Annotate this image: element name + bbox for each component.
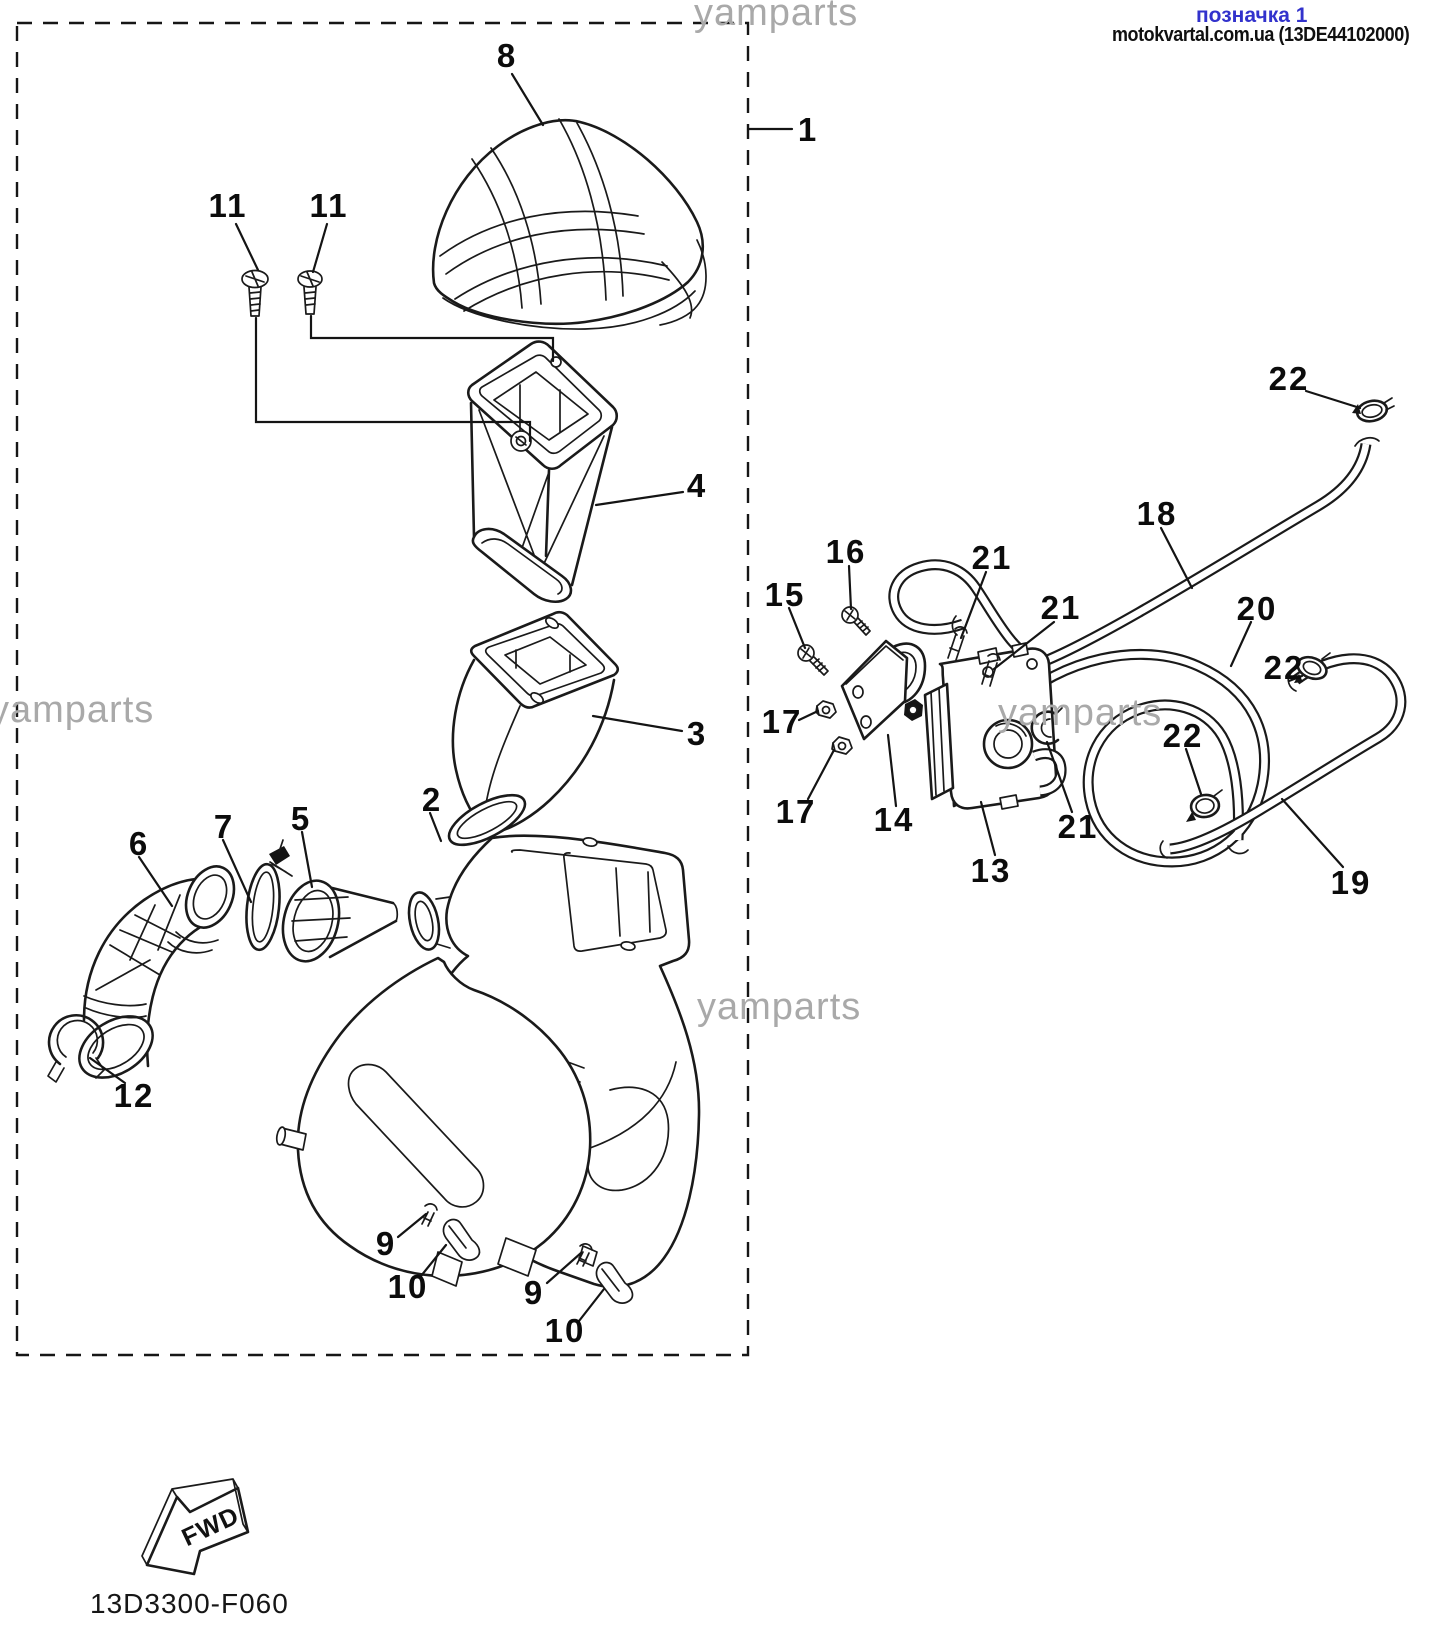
assembly-boundary-box [15,21,750,1357]
callout-7: 7 [213,808,235,845]
part-8-filter-element [431,118,707,330]
callout-6: 6 [128,825,150,862]
part-22-clamp-right [1294,652,1331,683]
part-11-screw-left [241,269,269,317]
watermark-right: yamparts [998,692,1163,734]
callout-17-a: 17 [761,703,803,740]
callout-21-b: 21 [1040,589,1082,626]
part-14-bracket [840,639,927,741]
callout-9-a: 9 [375,1225,397,1262]
part-21-clip-b [981,653,1001,687]
part-6-intake-duct [78,865,236,1079]
part-17-nut-lower [831,736,853,755]
part-10-damper-left [442,1218,481,1261]
part-9-clip-right [576,1243,593,1267]
leader-lines [88,72,1362,1323]
part-17-nut-upper [815,700,837,719]
part-22-clamp-top [1352,397,1395,423]
callout-15: 15 [764,576,806,613]
drawing-code: 13D3300-F060 [90,1588,289,1619]
part-15-screw [797,644,829,676]
part-10-damper-right [595,1261,634,1304]
part-21-clip-a [947,626,968,661]
site-reference: motokvartal.com.ua (13DE44102000) [1112,24,1410,46]
callout-22-b: 22 [1263,649,1305,686]
part-13-valve [923,642,1067,810]
part-20-hose [1010,649,1270,868]
part-4-duct-upper [466,340,619,604]
callout-19: 19 [1330,864,1372,901]
callout-3: 3 [686,715,708,752]
part-12-clamp [47,1013,105,1083]
callout-22-a: 22 [1268,360,1310,397]
part-19-hose [1159,653,1407,859]
watermark-left: yamparts [0,689,155,731]
part-16-screw [841,606,871,636]
mark-label: позначка 1 [1196,4,1308,27]
part-7-clamp [245,839,293,952]
callout-18: 18 [1136,495,1178,532]
watermark-top: yamparts [694,0,859,34]
part-2-air-cleaner-case [275,834,701,1289]
part-21-clip-c [1030,707,1063,745]
part-5-intake-funnel [281,879,399,963]
fwd-arrow-icon: FWD [141,1478,250,1576]
callout-9-b: 9 [523,1274,545,1311]
part-3-duct-lower [447,610,620,847]
callout-8: 8 [496,37,518,74]
callout-21-a: 21 [971,539,1013,576]
callout-10-a: 10 [387,1268,429,1305]
callout-16: 16 [825,533,867,570]
callout-13: 13 [970,852,1012,889]
callout-22-c: 22 [1162,717,1204,754]
callout-10-b: 10 [544,1312,586,1349]
callout-20: 20 [1236,590,1278,627]
callout-12: 12 [113,1077,155,1114]
watermark-center: yamparts [697,986,862,1028]
callout-4: 4 [686,467,708,504]
callout-2: 2 [421,781,443,818]
part-9-clip-left [421,1203,438,1227]
part-18-hose [888,436,1380,669]
callout-11-a: 11 [208,187,248,224]
part-11-screw-right [297,270,323,315]
callout-1: 1 [797,111,819,148]
callout-17-b: 17 [775,793,817,830]
callout-21-c: 21 [1057,808,1099,845]
callout-11-b: 11 [309,187,349,224]
callout-5: 5 [290,800,312,837]
callout-14: 14 [873,801,915,838]
part-22-clamp-mid [1186,789,1223,822]
